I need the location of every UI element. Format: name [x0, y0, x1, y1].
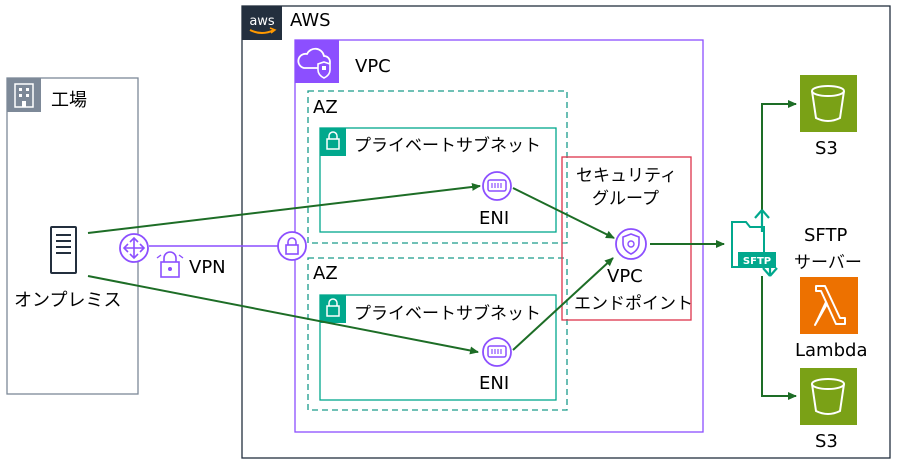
az-bottom-group [307, 257, 568, 411]
sftp-icon-text: SFTP [743, 256, 771, 267]
vpn-label: VPN [189, 257, 226, 278]
on-premises-label: オンプレミス [14, 290, 122, 311]
subnet-top-lock-icon [320, 128, 346, 156]
aws-logo-icon: aws [242, 6, 282, 40]
subnet-bottom-label: プライベートサブネット [354, 304, 541, 324]
s3-top-label: S3 [815, 138, 838, 159]
eni-top-label: ENI [479, 208, 510, 229]
arrow-eni-bottom-to-endpoint [512, 257, 614, 351]
security-group-box [561, 156, 692, 321]
aws-logo-text: aws [249, 14, 275, 29]
vpc-cloud-icon [295, 40, 339, 83]
s3-top-icon [800, 75, 857, 132]
router-icon [119, 233, 149, 263]
vpn-lock-icon [156, 251, 184, 278]
sftp-label-line1: SFTP [804, 225, 848, 246]
aws-cloud-group [241, 5, 891, 459]
s3-bottom-icon [800, 368, 857, 425]
arrow-sftp-to-s3-bottom [761, 276, 797, 400]
s3-bottom-label: S3 [815, 431, 838, 452]
lambda-icon [800, 277, 858, 334]
vpc-endpoint-label-line2: エンドポイント [574, 294, 693, 314]
arrow-eni-top-to-endpoint [512, 187, 615, 239]
arrow-sftp-to-s3-top [761, 100, 797, 210]
vpc-label: VPC [355, 56, 391, 77]
eni-bottom-icon [482, 337, 512, 367]
factory-label: 工場 [51, 90, 87, 111]
building-icon [7, 78, 41, 112]
lambda-label: Lambda [795, 340, 868, 361]
az-bottom-label: AZ [313, 263, 338, 284]
vpc-endpoint-label-line1: VPC [607, 266, 643, 287]
az-top-label: AZ [313, 97, 338, 118]
eni-top-icon [482, 171, 512, 201]
arrow-router-to-eni-top [87, 182, 481, 234]
factory-group [6, 77, 139, 395]
vpc-endpoint-icon [615, 228, 647, 260]
sftp-label-line2: サーバー [794, 253, 862, 273]
eni-bottom-label: ENI [479, 373, 510, 394]
server-icon [50, 226, 77, 274]
subnet-bottom-group [319, 294, 557, 401]
arrow-router-to-eni-bottom [87, 275, 479, 355]
security-group-label-line1: セキュリティ [576, 166, 677, 186]
subnet-top-group [319, 127, 557, 233]
vpn-gateway-icon [277, 231, 307, 261]
security-group-label-line2: グループ [592, 189, 659, 209]
subnet-bottom-lock-icon [320, 295, 346, 323]
subnet-top-label: プライベートサブネット [354, 136, 541, 156]
sftp-server-icon: SFTP [731, 209, 778, 277]
aws-label: AWS [290, 10, 331, 31]
az-top-group [307, 90, 568, 244]
